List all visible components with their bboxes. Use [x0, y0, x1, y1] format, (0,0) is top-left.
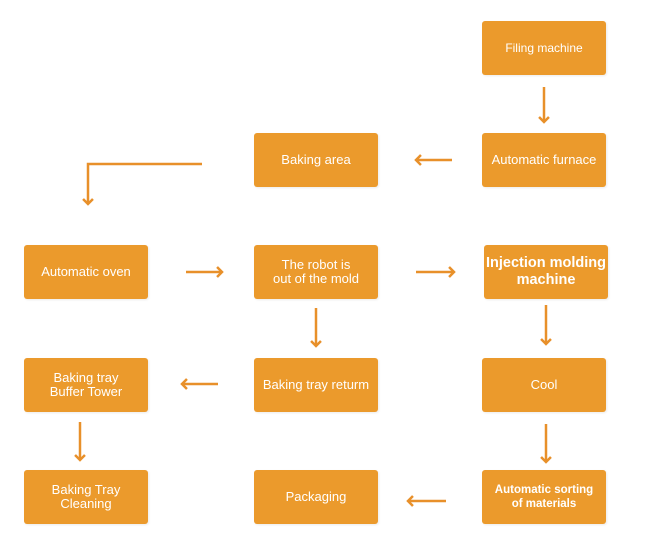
- baking-tray-buffer-tower-box: Baking tray Buffer Tower: [24, 358, 148, 412]
- automatic-sorting-box: Automatic sorting of materials: [482, 470, 606, 524]
- baking-tray-buffer-tower-label: Baking tray Buffer Tower: [49, 370, 123, 399]
- injection-molding-machine-box: Injection molding machine: [484, 245, 608, 299]
- cool-label: Cool: [530, 377, 558, 392]
- arrow-injection-to-cool-head: [540, 338, 552, 346]
- automatic-oven-box: Automatic oven: [24, 245, 148, 299]
- arrow-oven-to-robot-head: [216, 266, 224, 278]
- baking-tray-return-label: Baking tray returm: [262, 377, 370, 392]
- baking-area-label: Baking area: [281, 152, 351, 167]
- arrow-filling-to-furnace: [538, 87, 550, 124]
- baking-tray-return-box: Baking tray returm: [254, 358, 378, 412]
- arrow-sorting-to-packaging-head: [406, 495, 414, 507]
- arrow-sorting-to-packaging: [406, 495, 446, 507]
- automatic-furnace-label: Automatic furnace: [491, 152, 597, 167]
- arrow-robot-to-injection: [416, 266, 456, 278]
- robot-out-of-mold-box: The robot is out of the mold: [254, 245, 378, 299]
- arrow-baking-area-to-oven: [82, 162, 202, 206]
- arrow-injection-to-cool: [540, 305, 552, 346]
- automatic-furnace-box: Automatic furnace: [482, 133, 606, 187]
- automatic-oven-label: Automatic oven: [41, 264, 131, 279]
- arrow-baking-area-to-oven-head: [82, 198, 94, 206]
- packaging-label: Packaging: [285, 489, 347, 504]
- arrow-layer: [74, 87, 552, 507]
- filling-machine-label: Filing machine: [505, 41, 583, 55]
- baking-tray-cleaning-box: Baking Tray Cleaning: [24, 470, 148, 524]
- arrow-cool-to-sorting: [540, 424, 552, 464]
- arrow-tray-return-to-buffer: [180, 378, 218, 390]
- arrow-buffer-to-cleaning: [74, 422, 86, 462]
- arrow-robot-to-tray-return-head: [310, 340, 322, 348]
- baking-area-box: Baking area: [254, 133, 378, 187]
- arrow-furnace-to-baking-area: [414, 154, 452, 166]
- arrow-robot-to-injection-head: [448, 266, 456, 278]
- arrow-furnace-to-baking-area-head: [414, 154, 422, 166]
- arrow-tray-return-to-buffer-head: [180, 378, 188, 390]
- arrow-buffer-to-cleaning-head: [74, 454, 86, 462]
- injection-molding-machine-label: Injection molding machine: [485, 255, 607, 288]
- filling-machine-box: Filing machine: [482, 21, 606, 75]
- arrow-robot-to-tray-return: [310, 308, 322, 348]
- baking-tray-cleaning-label: Baking Tray Cleaning: [51, 482, 121, 511]
- automatic-sorting-label: Automatic sorting of materials: [494, 484, 594, 510]
- cool-box: Cool: [482, 358, 606, 412]
- arrow-cool-to-sorting-head: [540, 456, 552, 464]
- packaging-box: Packaging: [254, 470, 378, 524]
- robot-out-of-mold-label: The robot is out of the mold: [273, 257, 359, 286]
- arrow-oven-to-robot: [186, 266, 224, 278]
- arrow-filling-to-furnace-head: [538, 116, 550, 124]
